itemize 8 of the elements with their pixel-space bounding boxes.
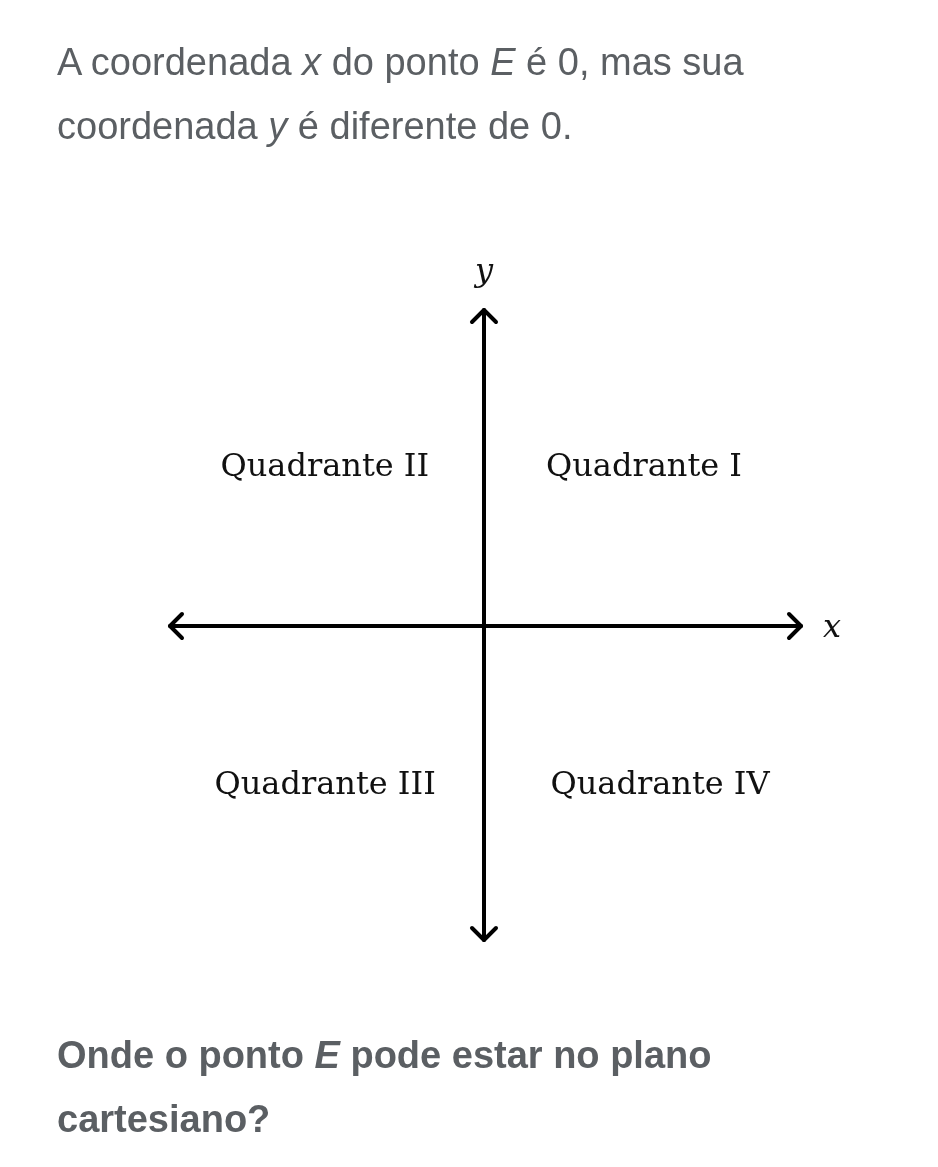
quadrant-label: Quadrante I	[546, 446, 742, 484]
question-text: Onde o ponto E pode estar no plano cartesiano?	[57, 1033, 713, 1142]
quadrant-label: Quadrante II	[220, 446, 430, 484]
quadrant-label: Quadrante IV	[550, 764, 770, 802]
problem-statement: A coordenada x do ponto E é 0, mas sua coordenada y é diferente de 0.	[57, 40, 745, 149]
x-axis-label: x	[823, 607, 842, 645]
quadrant-label: Quadrante III	[214, 764, 436, 802]
y-axis-label: y	[475, 251, 494, 289]
